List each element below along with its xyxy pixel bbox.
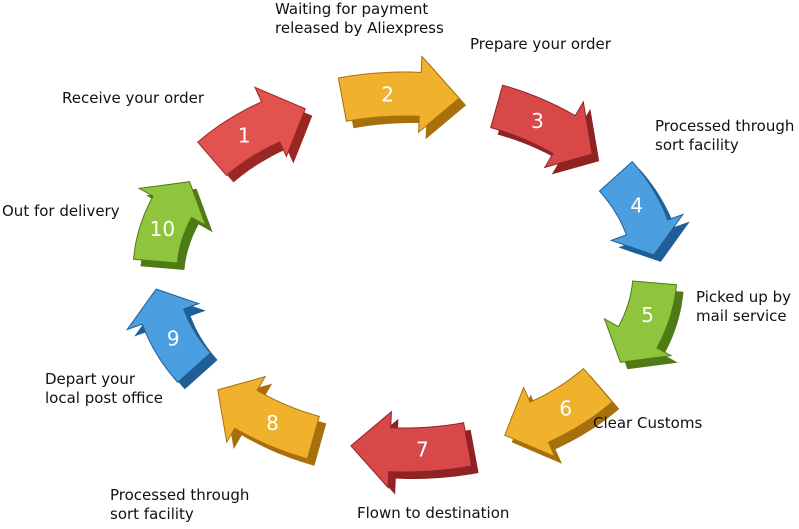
step-number-3: 3 bbox=[531, 109, 544, 133]
arrow-step-3: 3 bbox=[490, 84, 600, 175]
step-number-10: 10 bbox=[150, 217, 175, 241]
curved-arrow-icon bbox=[490, 84, 593, 169]
step-number-7: 7 bbox=[416, 438, 429, 462]
arrow-step-8: 8 bbox=[217, 375, 327, 466]
label-step-10: Out for delivery bbox=[2, 202, 120, 220]
step-number-1: 1 bbox=[238, 124, 251, 148]
label-step-3: Prepare your order bbox=[470, 35, 611, 53]
curved-arrow-icon bbox=[598, 160, 685, 256]
step-number-9: 9 bbox=[167, 327, 180, 351]
arrow-step-7: 7 bbox=[350, 410, 479, 495]
curved-arrow-icon bbox=[132, 181, 207, 264]
label-step-2: Waiting for payment released by Aliexpre… bbox=[275, 0, 444, 37]
label-step-8: Processed through sort facility bbox=[110, 486, 250, 523]
curved-arrow-icon bbox=[350, 410, 473, 489]
label-step-5: Picked up by mail service bbox=[696, 288, 791, 325]
curved-arrow-icon bbox=[217, 375, 320, 460]
step-number-4: 4 bbox=[630, 193, 643, 217]
curved-arrow-icon bbox=[125, 288, 212, 384]
label-step-7: Flown to destination bbox=[357, 504, 510, 522]
label-step-6: Clear Customs bbox=[593, 414, 703, 432]
step-number-8: 8 bbox=[266, 411, 279, 435]
arrow-step-4: 4 bbox=[598, 160, 690, 262]
arrow-step-10: 10 bbox=[132, 181, 213, 270]
arrow-step-1: 1 bbox=[196, 86, 313, 183]
step-number-5: 5 bbox=[641, 303, 654, 327]
arrow-step-2: 2 bbox=[337, 55, 467, 140]
arrow-step-5: 5 bbox=[603, 280, 684, 370]
label-step-9: Depart your local post office bbox=[45, 370, 164, 407]
arrow-step-9: 9 bbox=[125, 288, 218, 390]
arrow-step-6: 6 bbox=[504, 367, 620, 464]
label-step-4: Processed through sort facility bbox=[655, 117, 795, 154]
curved-arrow-icon bbox=[603, 280, 678, 363]
curved-arrow-icon bbox=[196, 86, 306, 177]
step-number-6: 6 bbox=[559, 396, 572, 420]
label-step-1: Receive your order bbox=[62, 89, 204, 107]
curved-arrow-icon bbox=[504, 367, 614, 458]
curved-arrow-icon bbox=[337, 55, 460, 134]
step-number-2: 2 bbox=[381, 82, 394, 106]
